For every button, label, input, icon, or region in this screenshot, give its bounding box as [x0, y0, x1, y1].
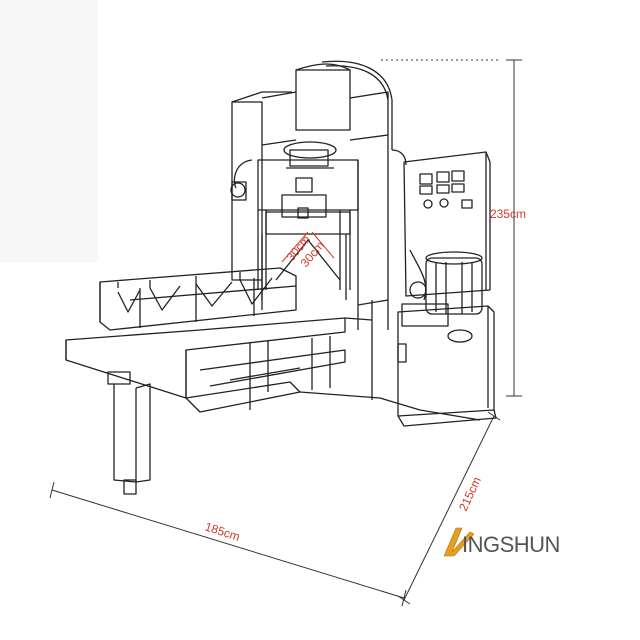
hydraulic-unit — [397, 249, 497, 427]
height-dimension-label: 235cm — [490, 207, 526, 221]
ram-assembly — [257, 159, 359, 300]
width-dimension-line — [51, 489, 405, 599]
control-cabinet — [391, 149, 491, 297]
logo-mark-icon — [443, 527, 475, 557]
feed-table — [99, 267, 297, 331]
base-frame — [65, 317, 481, 421]
hydraulic-cylinder — [261, 60, 393, 169]
machine-drawing — [65, 60, 497, 495]
support-leg — [107, 371, 151, 495]
logo-text: INGSHUN — [462, 532, 560, 557]
dimension-lines — [49, 59, 522, 607]
depth-dimension-line — [403, 415, 495, 601]
background-panel — [0, 0, 98, 262]
brand-logo: INGSHUN — [443, 527, 560, 557]
side-lamp — [230, 159, 253, 201]
